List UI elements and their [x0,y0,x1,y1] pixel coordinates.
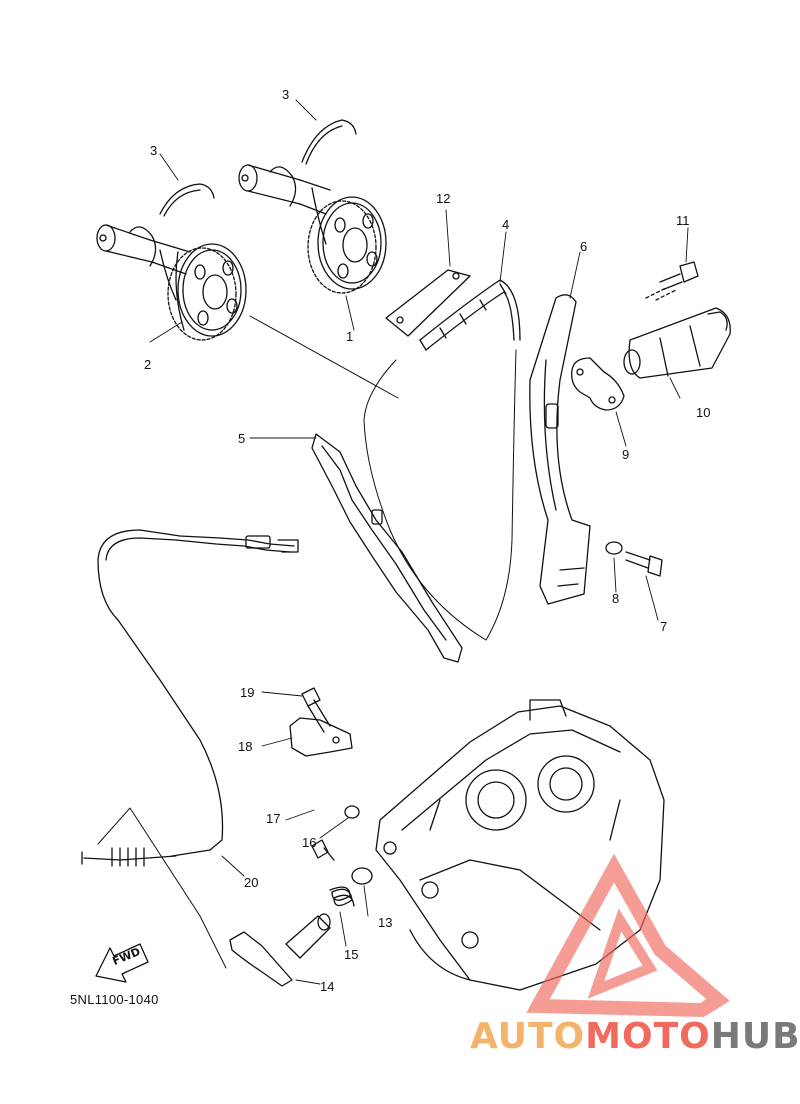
part-label-10: 10 [696,405,711,420]
chain-guide-exhaust [311,433,463,663]
fwd-arrow [95,943,149,983]
part-label-4: 4 [502,217,510,232]
return-spring [329,886,355,907]
diagram-code: 5NL1100-1040 [70,992,159,1007]
watermark-moto: MOTO [585,1016,711,1057]
cylinder-head [375,699,665,991]
part-label-15: 15 [344,947,359,962]
camshaft-intake [238,164,331,245]
watermark-text: AUTOMOTOHUB [470,1016,800,1057]
part-label-20: 20 [244,875,259,890]
shaft-seal [351,867,373,885]
tensioner-bolt [659,261,699,291]
part-label-7: 7 [660,619,668,634]
part-label-9: 9 [622,447,630,462]
guide-bolt [625,551,663,577]
watermark-auto: AUTO [470,1016,586,1057]
cam-sprocket-right [307,196,387,294]
decompressor-shaft [229,913,331,987]
part-label-3-left: 3 [150,143,158,158]
part-label-5: 5 [238,431,246,446]
circlip-left [159,183,215,215]
small-bolt [311,839,335,861]
chain-guide-top [385,269,471,337]
part-label-16: 16 [302,835,317,850]
chain-tensioner [623,307,731,379]
watermark-hub: HUB [710,1016,800,1057]
decompressor-cable [81,529,299,867]
cam-sprocket-left [167,243,247,341]
part-label-19: 19 [240,685,255,700]
cable-bracket [289,717,353,757]
washer [605,541,623,555]
part-label-12: 12 [436,191,451,206]
part-label-1: 1 [346,329,354,344]
cam-chain [363,279,521,641]
tensioner-gasket [571,357,625,411]
part-label-8: 8 [612,591,620,606]
part-label-13: 13 [378,915,393,930]
circlip-right [301,119,357,163]
part-label-2: 2 [144,357,152,372]
bracket-bolt [301,687,331,733]
chain-tensioner-guide [529,294,591,605]
part-label-3-top: 3 [282,87,290,102]
part-label-14: 14 [320,979,335,994]
oil-seal [344,805,360,819]
watermark-logo [526,853,730,1018]
part-label-6: 6 [580,239,588,254]
part-label-11: 11 [676,213,690,228]
part-label-17: 17 [266,811,281,826]
part-label-18: 18 [238,739,253,754]
